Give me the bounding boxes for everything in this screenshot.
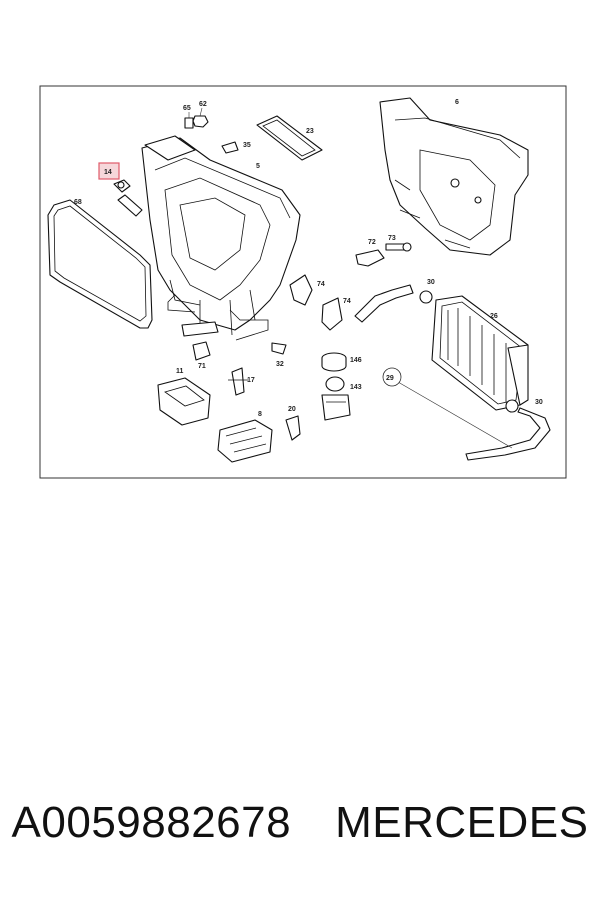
brand-name: MERCEDES	[335, 798, 589, 847]
connector-14	[113, 179, 131, 193]
callout-5: 5	[256, 163, 260, 170]
lever-17	[228, 367, 248, 396]
callout-26: 26	[490, 313, 498, 320]
callout-32: 32	[276, 361, 284, 368]
valve-143	[321, 376, 351, 421]
fitting-65	[184, 112, 194, 129]
callout-73: 73	[388, 235, 396, 242]
callout-35: 35	[243, 142, 251, 149]
callout-29-circle: 29	[382, 367, 402, 387]
callout-74a: 74	[317, 281, 325, 288]
nut-62	[192, 107, 209, 128]
parts-diagram: 65 62 23 6 35 5 68 72 73 74 74 30 26 71 …	[39, 85, 567, 479]
callout-65: 65	[183, 105, 191, 112]
callout-29: 29	[386, 375, 394, 382]
callout-20: 20	[288, 406, 296, 413]
highlight-box	[98, 162, 120, 180]
callout-72: 72	[368, 239, 376, 246]
clip-32	[271, 342, 287, 355]
gasket-68	[47, 199, 153, 329]
callout-74b: 74	[343, 298, 351, 305]
bracket-74b	[321, 297, 343, 331]
cover-6	[379, 97, 529, 256]
callout-11: 11	[176, 368, 184, 375]
callout-146: 146	[350, 357, 362, 364]
callout-71: 71	[198, 363, 206, 370]
highlighted-part-14[interactable]: 14	[98, 162, 131, 193]
clip-35	[221, 141, 239, 154]
seal-23	[256, 115, 323, 161]
callout-14: 14	[104, 169, 112, 176]
callout-labels: 65 62 23 6 35 5 68 72 73 74 74 30 26 71 …	[74, 99, 543, 418]
bracket-72	[355, 249, 385, 267]
flap-8	[217, 419, 273, 463]
callout-17: 17	[247, 377, 255, 384]
callout-23: 23	[306, 128, 314, 135]
heater-housing-5	[117, 135, 301, 341]
heater-core-26	[431, 295, 529, 411]
callout-6: 6	[455, 99, 459, 106]
pipe-upper	[354, 284, 433, 323]
screw-73	[385, 242, 412, 252]
rod-20	[285, 415, 301, 441]
callout-143: 143	[350, 384, 362, 391]
bracket-74a	[289, 274, 313, 306]
part-number: A0059882678	[11, 798, 292, 847]
callout-8: 8	[258, 411, 262, 418]
callout-62: 62	[199, 101, 207, 108]
connector-29	[397, 381, 513, 449]
callout-30a: 30	[427, 279, 435, 286]
product-caption: A0059882678 MERCEDES	[0, 798, 600, 868]
grommet-71	[192, 341, 211, 361]
actuator-11	[157, 377, 211, 426]
callout-30b: 30	[535, 399, 543, 406]
callout-68: 68	[74, 199, 82, 206]
mount-146	[321, 352, 347, 372]
pipe-lower	[465, 399, 551, 461]
